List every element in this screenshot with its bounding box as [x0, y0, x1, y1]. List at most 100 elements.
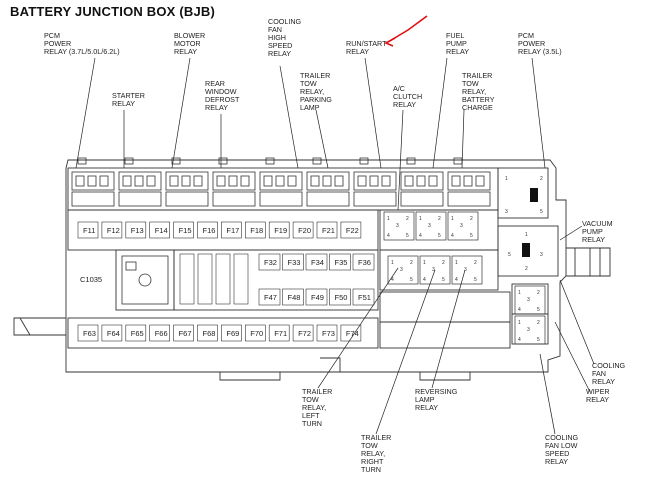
fuse-outline	[125, 324, 147, 342]
fuse-outline	[197, 221, 218, 239]
pin-label: 1	[423, 260, 426, 266]
label-fuel-pump-relay: FUEL PUMP RELAY	[446, 31, 470, 56]
relay-terminal-block	[530, 188, 538, 202]
fuse-label: F19	[274, 226, 287, 235]
fuse-label: F66	[155, 329, 168, 338]
fuse-outline	[305, 288, 328, 306]
fuse-label: F33	[288, 258, 301, 267]
fuse-outline	[340, 324, 362, 342]
fuse-label: F11	[83, 226, 95, 235]
top-relay	[165, 157, 209, 207]
fuse-outline	[352, 288, 375, 306]
fuse-outline	[316, 324, 338, 342]
fuse-label: F47	[264, 293, 277, 302]
pin-label: 5	[537, 337, 540, 343]
top-relay-row	[71, 157, 491, 207]
pin-label: 2	[438, 216, 441, 222]
pin-label: 5	[508, 252, 511, 258]
label-starter-relay: STARTER RELAY	[112, 91, 145, 108]
fuse-label: F20	[298, 226, 311, 235]
fuse-label: F51	[358, 293, 371, 302]
pin-label: 3	[428, 223, 431, 229]
fuse-label: F71	[274, 329, 287, 338]
fuse-outline	[215, 253, 231, 305]
pin-label: 3	[432, 267, 435, 273]
fuse-outline	[173, 221, 194, 239]
fuse-label: F69	[226, 329, 239, 338]
fuse-outline	[77, 221, 99, 239]
label-pcm-power-relay-v8: PCM POWER RELAY (3.7L/5.0L/6.2L)	[44, 31, 120, 56]
fuse-label: F13	[131, 226, 144, 235]
pin-label: 2	[406, 216, 409, 222]
fuse-label: F65	[131, 329, 144, 338]
fuse-label: F15	[179, 226, 192, 235]
label-cooling-fan-low-speed-relay: COOLING FAN LOW SPEED RELAY	[545, 433, 579, 466]
label-pcm-power-relay-35: PCM POWER RELAY (3.5L)	[518, 31, 562, 56]
annotation-arrow	[384, 15, 428, 47]
pin-label: 5	[470, 233, 473, 239]
fuse-outline	[233, 253, 249, 305]
pin-label: 2	[474, 260, 477, 266]
pin-label: 1	[387, 216, 390, 222]
fuse-label: F63	[83, 329, 96, 338]
label-trailer-tow-right-turn: TRAILER TOW RELAY, RIGHT TURN	[361, 433, 392, 474]
pin-label: 5	[537, 307, 540, 313]
fuse-label: F17	[226, 226, 239, 235]
fuse-outline	[268, 324, 290, 342]
label-trailer-tow-battery-charge: TRAILER TOW RELAY, BATTERY CHARGE	[462, 71, 495, 112]
pin-label: 4	[518, 337, 521, 343]
pin-label: 3	[396, 223, 399, 229]
fuse-outline	[173, 324, 194, 342]
fuse-label: F49	[311, 293, 324, 302]
label-trailer-tow-left-turn: TRAILER TOW RELAY, LEFT TURN	[302, 387, 333, 428]
fuse-outline	[292, 221, 314, 239]
pin-label: 1	[518, 320, 521, 326]
label-cooling-fan-relay: COOLING FAN RELAY	[592, 361, 626, 386]
fuse-label: F67	[179, 329, 192, 338]
fuse-outline	[292, 324, 314, 342]
top-relay	[447, 157, 491, 207]
pin-label: 1	[525, 232, 528, 238]
label-reversing-lamp-relay: REVERSING LAMP RELAY	[415, 387, 458, 412]
pin-label: 4	[518, 307, 521, 313]
pin-label: 4	[387, 233, 390, 239]
fuse-label: F72	[298, 329, 311, 338]
pin-label: 1	[451, 216, 454, 222]
pin-label: 4	[391, 277, 394, 283]
pin-label: 2	[442, 260, 445, 266]
top-relay	[118, 157, 162, 207]
fuse-label: F22	[346, 226, 359, 235]
pin-label: 2	[410, 260, 413, 266]
fuse-outline	[245, 324, 266, 342]
fuse-outline	[316, 221, 338, 239]
fuse-label: F48	[288, 293, 301, 302]
top-relay	[306, 157, 350, 207]
label-blower-motor-relay: BLOWER MOTOR RELAY	[174, 31, 206, 56]
pin-label: 2	[540, 176, 543, 182]
fuse-label: F70	[250, 329, 263, 338]
pin-label: 5	[438, 233, 441, 239]
top-relay	[259, 157, 303, 207]
pin-label: 2	[525, 266, 528, 272]
fuse-label: F16	[203, 226, 216, 235]
fuse-outline	[258, 253, 281, 271]
pin-label: 1	[455, 260, 458, 266]
fuse-outline	[340, 221, 362, 239]
fuse-outline	[282, 288, 304, 306]
fuse-outline	[149, 221, 170, 239]
fuse-outline	[77, 324, 99, 342]
pin-label: 3	[400, 267, 403, 273]
fuse-outline	[149, 324, 170, 342]
pin-label: 3	[460, 223, 463, 229]
leader-lines	[75, 57, 595, 435]
fuse-outline	[258, 288, 281, 306]
fuse-outline	[197, 324, 218, 342]
